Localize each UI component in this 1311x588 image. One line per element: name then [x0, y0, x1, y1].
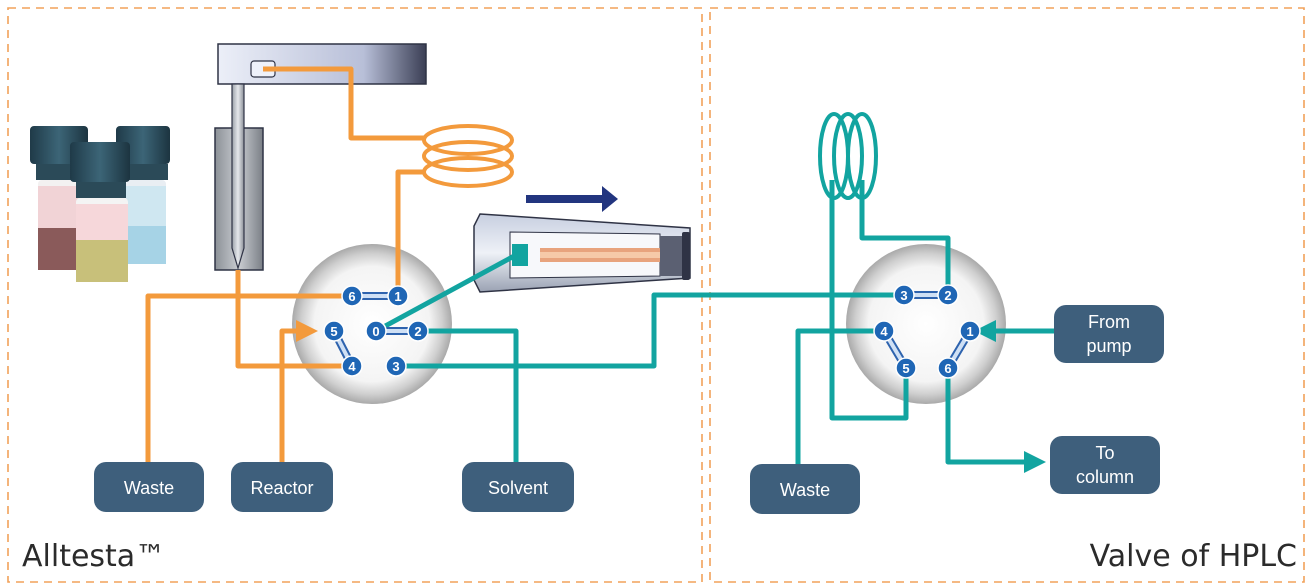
port-label: 1 — [966, 324, 973, 339]
left-port-2[interactable]: 2 — [407, 320, 429, 342]
tubing-loop-port5 — [829, 180, 909, 421]
pump-flow-arrow — [974, 320, 996, 342]
port-label: 2 — [414, 324, 421, 339]
reactor-button[interactable]: Reactor — [231, 462, 333, 512]
from-pump-button[interactable]: From pump — [1054, 305, 1164, 363]
port-label: 1 — [394, 289, 401, 304]
right-port-5[interactable]: 5 — [895, 357, 917, 379]
port-label: 4 — [880, 324, 888, 339]
left-port-1[interactable]: 1 — [387, 285, 409, 307]
right-port-4[interactable]: 4 — [873, 320, 895, 342]
port-label: 0 — [372, 324, 379, 339]
hplc-valve-body — [846, 244, 1006, 404]
left-port-6[interactable]: 6 — [341, 285, 363, 307]
waste-right-label: Waste — [780, 480, 830, 500]
waste-left-button[interactable]: Waste — [94, 462, 204, 512]
port-label: 3 — [392, 359, 399, 374]
right-port-6[interactable]: 6 — [937, 357, 959, 379]
right-port-1[interactable]: 1 — [959, 320, 981, 342]
port-label: 6 — [348, 289, 355, 304]
left-port-4[interactable]: 4 — [341, 355, 363, 377]
reactor-flow-arrow — [296, 320, 318, 342]
waste-left-label: Waste — [124, 478, 174, 498]
tubing-left3-to-right3 — [396, 292, 904, 369]
port-label: 5 — [330, 324, 337, 339]
tubing-port6-to-column — [945, 368, 1030, 465]
solvent-button[interactable]: Solvent — [462, 462, 574, 512]
syringe-icon — [473, 213, 691, 293]
from-pump-label-line1: From — [1088, 312, 1130, 332]
tubing-port0-to-syringe — [374, 252, 518, 334]
to-column-button[interactable]: To column — [1050, 436, 1160, 494]
reactor-label: Reactor — [250, 478, 313, 498]
left-port-0[interactable]: 0 — [365, 320, 387, 342]
autosampler-arm-icon — [217, 43, 427, 85]
solvent-label: Solvent — [488, 478, 548, 498]
tubing-coil-to-port1 — [395, 169, 424, 296]
tubing-arm-to-coil — [263, 66, 424, 141]
teal-sample-loop-icon — [818, 112, 878, 200]
from-pump-label-line2: pump — [1086, 336, 1131, 356]
hplc-valve-title: Valve of HPLC — [1090, 539, 1297, 574]
port-label: 6 — [944, 361, 951, 376]
column-flow-arrow — [1024, 451, 1046, 473]
port-label: 3 — [900, 288, 907, 303]
right-port-3[interactable]: 3 — [893, 284, 915, 306]
port-label: 2 — [944, 288, 951, 303]
alltesta-title: Alltesta™ — [22, 539, 165, 574]
sample-vials-icon — [30, 126, 170, 282]
direction-arrow-icon — [526, 186, 618, 212]
tubing-reactor-to-port5 — [279, 328, 300, 462]
port-label: 4 — [348, 359, 356, 374]
needle-icon — [231, 83, 245, 271]
port-label: 5 — [902, 361, 909, 376]
right-port-2[interactable]: 2 — [937, 284, 959, 306]
waste-right-button[interactable]: Waste — [750, 464, 860, 514]
tubing-loop-port2 — [859, 180, 951, 295]
tubing-needle-to-port4 — [235, 270, 352, 369]
tubing-port2-to-solvent — [418, 328, 519, 462]
left-port-3[interactable]: 3 — [385, 355, 407, 377]
to-column-label-line2: column — [1076, 467, 1134, 487]
tubing-right4-to-waste — [795, 328, 884, 474]
orange-sample-loop-icon — [422, 124, 514, 188]
to-column-label-line1: To — [1095, 443, 1114, 463]
left-port-5[interactable]: 5 — [323, 320, 345, 342]
tubing-port6-to-waste — [145, 293, 352, 462]
